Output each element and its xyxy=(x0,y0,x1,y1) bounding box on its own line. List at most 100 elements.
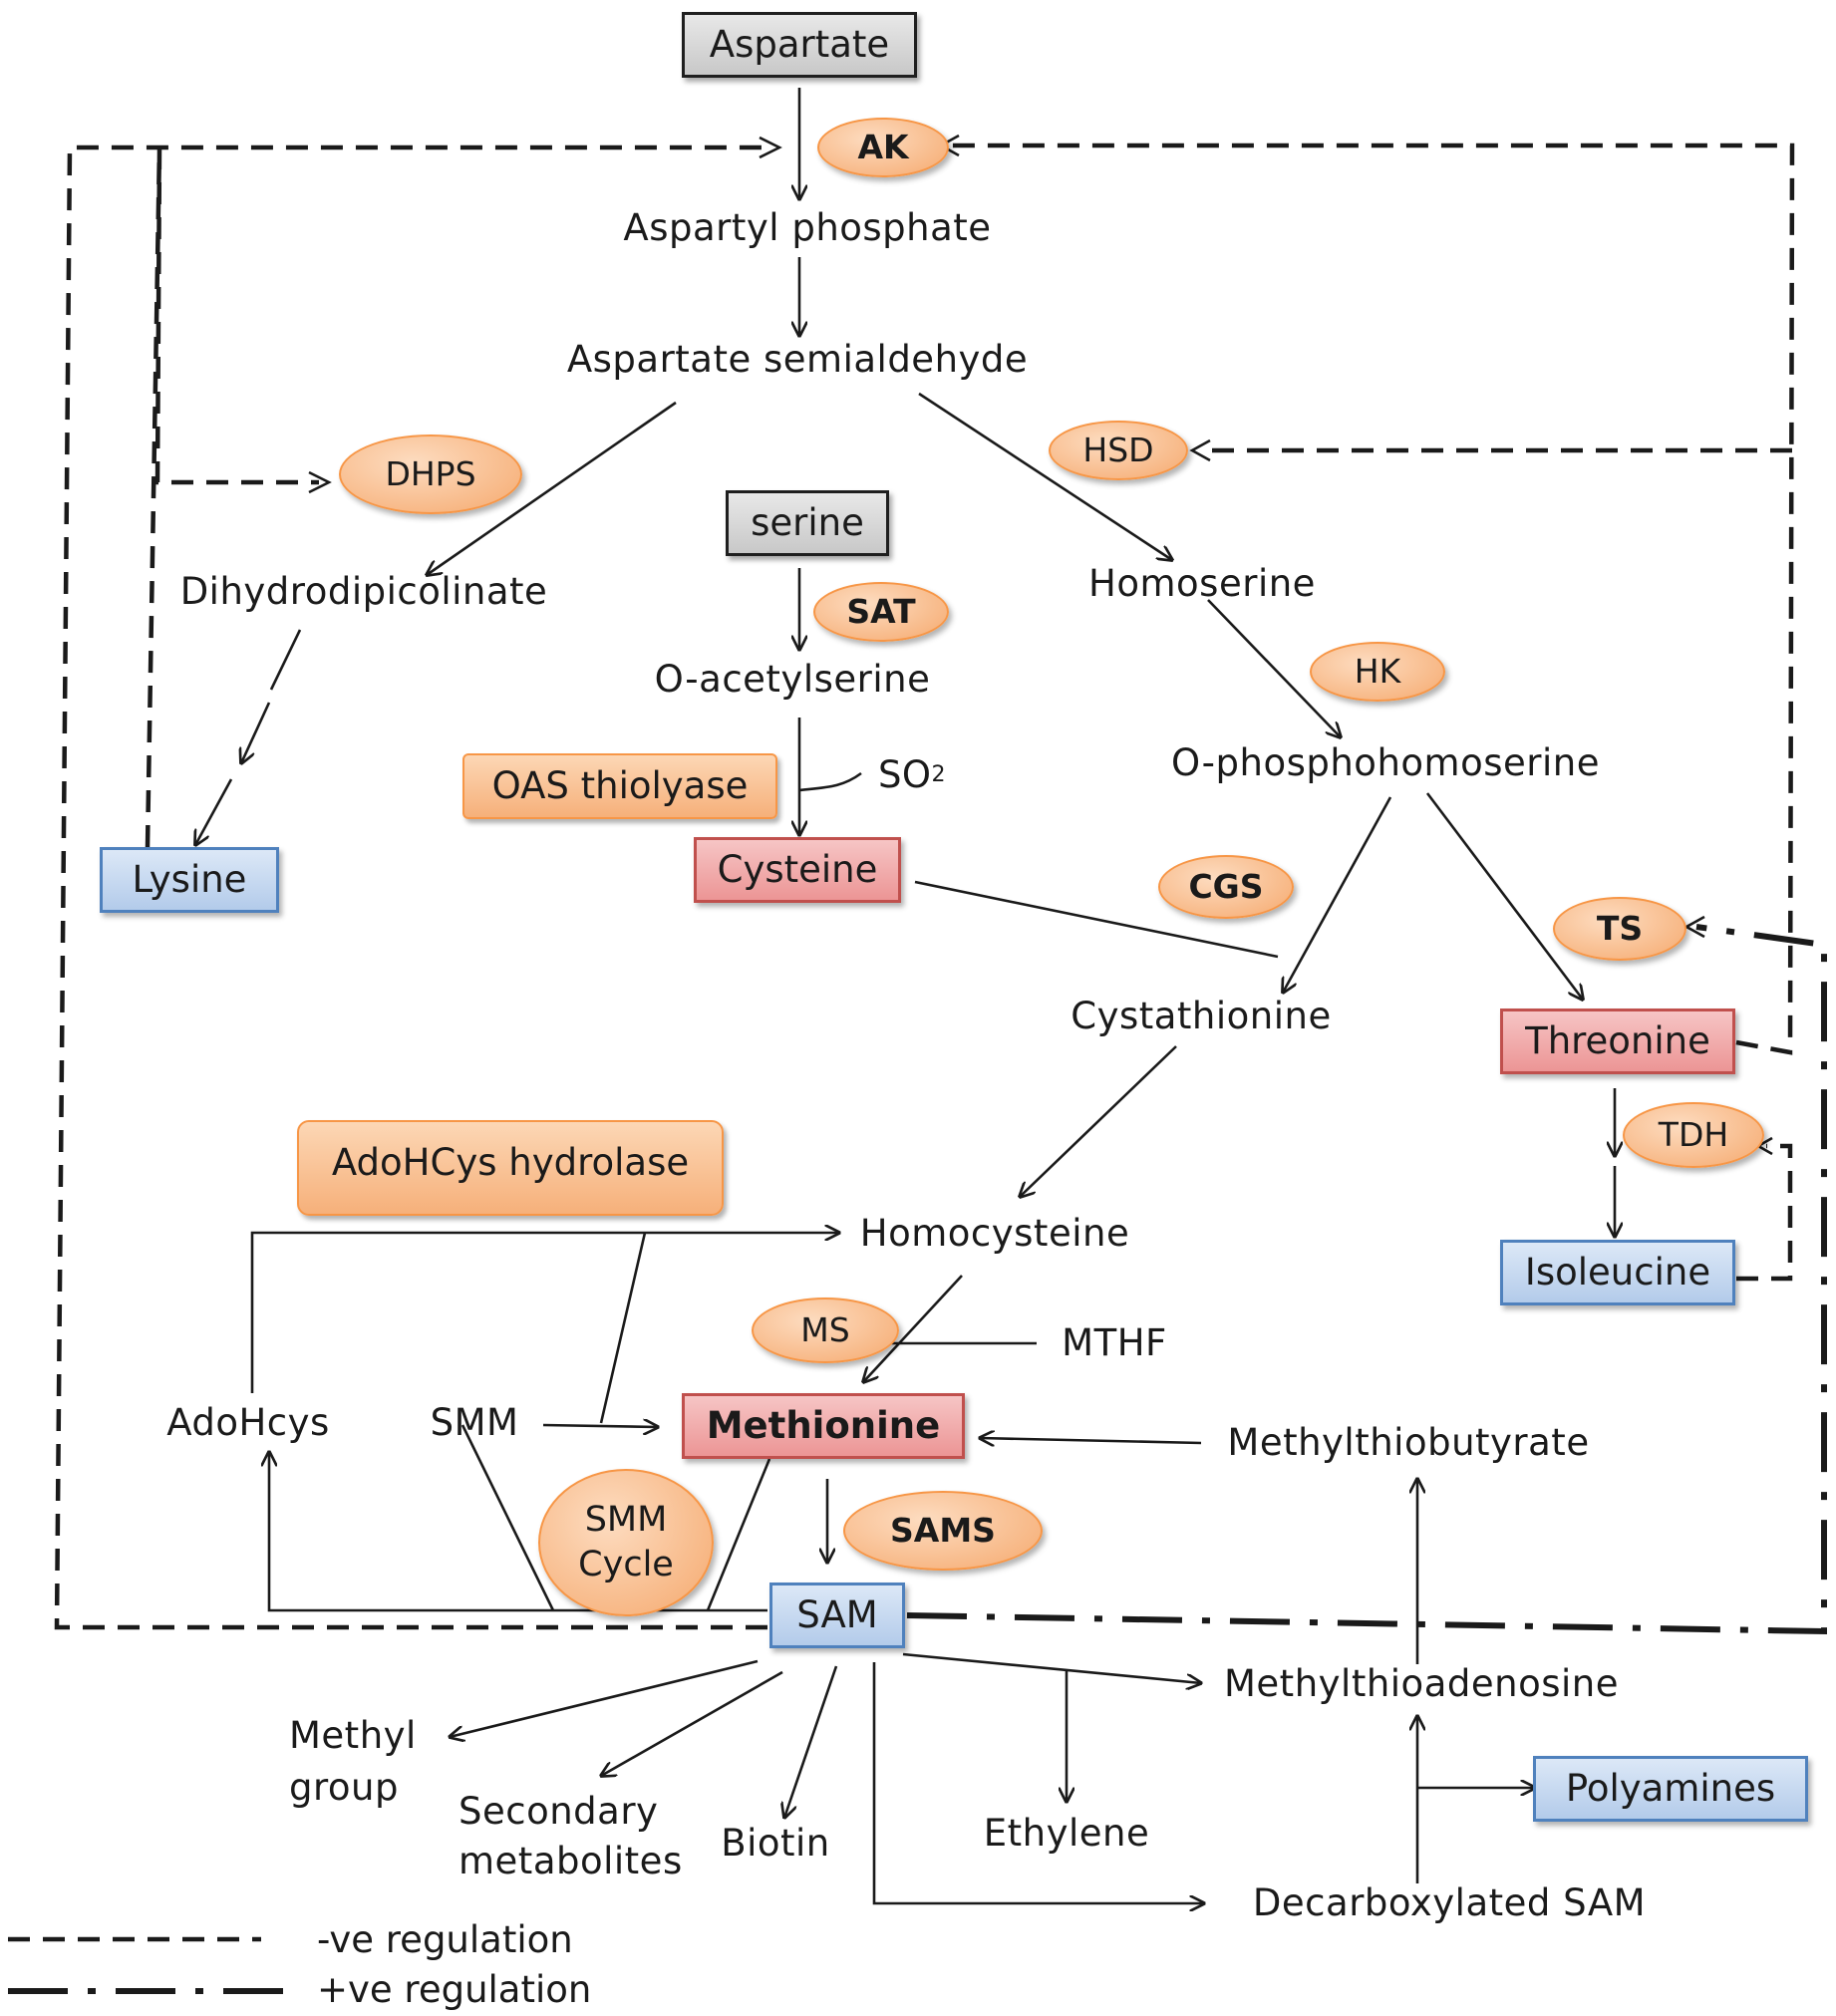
line-smm-cycle-right xyxy=(706,1458,771,1611)
cystathionine-label: Cystathionine xyxy=(1071,994,1332,1037)
positive-regulation-head xyxy=(1683,915,1705,939)
methionine-box: Methionine xyxy=(682,1393,965,1459)
arrow-dihydro-lysine-1 xyxy=(269,629,302,691)
neg-head-ak-left xyxy=(759,136,782,159)
enzyme-sat-label: SAT xyxy=(846,591,916,631)
arrow-smm-to-methionine xyxy=(542,1425,658,1427)
enzyme-cgs-label: CGS xyxy=(1188,866,1264,906)
line-hydrolase-to-smm xyxy=(599,1232,647,1424)
arrow-phosphohomoserine-to-threonine xyxy=(1425,792,1583,1000)
aspartate-label: Aspartate xyxy=(709,22,890,66)
line-smm-cycle-left xyxy=(460,1424,555,1611)
threonine-box: Threonine xyxy=(1500,1008,1735,1074)
arrow-semialdehyde-to-dihydrodipicolinate xyxy=(427,401,677,575)
enzyme-ak-label: AK xyxy=(857,127,909,166)
negative-regulation-heads xyxy=(308,134,1773,1156)
aspartyl-phosphate-label: Aspartyl phosphate xyxy=(623,205,992,249)
smm-cycle-label-line1: SMM xyxy=(584,1499,668,1540)
aspartate-box: Aspartate xyxy=(682,12,917,78)
neg-reg-lysine-up xyxy=(145,146,162,848)
arrow-homocysteine-to-methionine xyxy=(863,1275,963,1382)
arrow-sam-to-decarboxylated-sam xyxy=(872,1662,1204,1903)
so2-subscript: 2 xyxy=(931,761,947,787)
neg-reg-threonine-to-ak xyxy=(952,143,1795,1055)
so2-inlet xyxy=(798,771,862,792)
neg-reg-outer-loop xyxy=(54,144,767,1630)
mthf-label: MTHF xyxy=(1062,1320,1167,1364)
enzyme-oas-thiolyase-label: OAS thiolyase xyxy=(491,763,749,807)
serine-box: serine xyxy=(726,490,889,556)
homocysteine-label: Homocysteine xyxy=(859,1211,1130,1255)
serine-label: serine xyxy=(751,500,864,544)
neg-reg-isoleucine-to-tdh xyxy=(1736,1143,1793,1282)
lysine-label: Lysine xyxy=(132,857,247,901)
homoserine-label: Homoserine xyxy=(1088,561,1316,605)
isoleucine-box: Isoleucine xyxy=(1500,1240,1735,1305)
enzyme-hk-label: HK xyxy=(1354,651,1401,691)
enzyme-tdh: TDH xyxy=(1623,1102,1764,1168)
enzyme-ak: AK xyxy=(817,118,949,177)
methyl-group-label-line2: group xyxy=(289,1765,399,1809)
biotin-label: Biotin xyxy=(721,1821,830,1865)
dihydrodipicolinate-label: Dihydrodipicolinate xyxy=(179,569,548,613)
enzyme-ms-label: MS xyxy=(800,1309,850,1349)
ethylene-label: Ethylene xyxy=(983,1811,1150,1855)
sam-box: SAM xyxy=(769,1583,905,1648)
line-cysteine-to-cystathionine xyxy=(914,880,1279,959)
pos-head-ts xyxy=(1683,915,1705,939)
aspartate-semialdehyde-label: Aspartate semialdehyde xyxy=(566,337,1029,381)
polyamines-box: Polyamines xyxy=(1533,1756,1808,1822)
arrow-sam-to-secondary-metabolites xyxy=(601,1670,783,1776)
methionine-label: Methionine xyxy=(706,1403,941,1447)
enzyme-ts-label: TS xyxy=(1596,908,1644,948)
smm-cycle-circle: SMM Cycle xyxy=(538,1469,714,1616)
enzyme-ms: MS xyxy=(752,1297,899,1363)
cysteine-box: Cysteine xyxy=(694,837,901,903)
enzyme-tdh-label: TDH xyxy=(1658,1114,1729,1154)
neg-head-dhps xyxy=(308,470,332,494)
arrow-sam-to-biotin xyxy=(784,1665,838,1818)
decarboxylated-sam-label: Decarboxylated SAM xyxy=(1252,1880,1647,1924)
enzyme-hsd: HSD xyxy=(1049,421,1188,480)
methyl-group-label-line1: Methyl xyxy=(289,1713,417,1757)
adohcys-label: AdoHcys xyxy=(166,1400,330,1444)
arrow-phosphohomoserine-to-cystathionine xyxy=(1283,796,1392,993)
arrow-dihydro-lysine-3 xyxy=(195,778,233,845)
arrow-sam-to-methylthioadenosine xyxy=(902,1652,1201,1683)
smm-label: SMM xyxy=(430,1400,519,1444)
enzyme-adohcys-hydrolase-label: AdoHCys hydrolase xyxy=(331,1140,690,1184)
enzyme-adohcys-hydrolase: AdoHCys hydrolase xyxy=(297,1120,724,1216)
enzyme-hk: HK xyxy=(1310,642,1445,702)
secondary-metabolites-label-line1: Secondary xyxy=(459,1789,659,1833)
o-acetylserine-label: O-acetylserine xyxy=(654,657,931,701)
positive-regulation-lines xyxy=(906,924,1827,1635)
lysine-box: Lysine xyxy=(100,847,279,913)
enzyme-dhps: DHPS xyxy=(339,434,522,514)
arrow-homoserine-to-phosphohomoserine xyxy=(1207,599,1341,737)
enzyme-sat: SAT xyxy=(813,582,949,642)
legend-positive-label: +ve regulation xyxy=(317,1967,592,2011)
enzyme-dhps-label: DHPS xyxy=(385,453,476,493)
isoleucine-label: Isoleucine xyxy=(1524,1250,1711,1294)
arrow-methylthiobutyrate-to-methionine xyxy=(980,1438,1202,1443)
arrow-sam-to-methyl-group xyxy=(450,1659,759,1737)
polyamines-label: Polyamines xyxy=(1565,1766,1776,1810)
neg-head-hsd xyxy=(1189,438,1211,462)
threonine-label: Threonine xyxy=(1525,1018,1710,1062)
arrow-dihydro-lysine-2 xyxy=(241,702,271,763)
legend-negative-label: -ve regulation xyxy=(317,1917,573,1961)
enzyme-sams: SAMS xyxy=(843,1491,1043,1571)
enzyme-oas-thiolyase: OAS thiolyase xyxy=(462,753,777,819)
smm-cycle-label-line2: Cycle xyxy=(578,1545,674,1584)
neg-reg-lysine-to-dhps xyxy=(154,146,319,485)
pos-reg-sam-to-ts xyxy=(906,924,1827,1635)
enzyme-ts: TS xyxy=(1553,897,1686,961)
arrow-semialdehyde-to-homoserine xyxy=(918,392,1172,560)
so2-text: SO xyxy=(877,752,932,796)
enzyme-cgs: CGS xyxy=(1158,855,1294,919)
enzyme-hsd-label: HSD xyxy=(1082,430,1154,469)
o-phosphohomoserine-label: O-phosphohomoserine xyxy=(1171,740,1600,784)
